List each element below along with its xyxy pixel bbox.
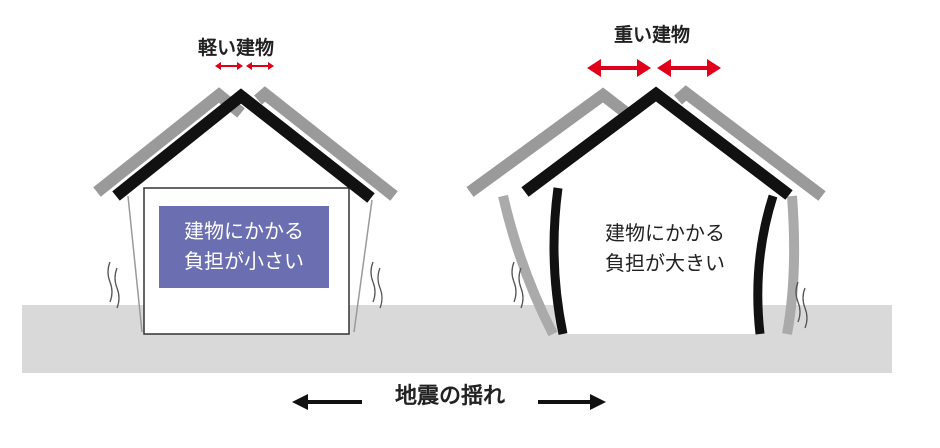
heavy-house-box-line2: 負担が大きい xyxy=(605,251,725,275)
light-house-box-line1: 建物にかかる xyxy=(184,219,304,243)
heavy-house-box-line1: 建物にかかる xyxy=(605,221,725,245)
light-house-sway-wall-right xyxy=(353,199,373,333)
light-house-roof xyxy=(112,88,375,203)
shake-arrow-left-head xyxy=(292,394,308,410)
shake-arrow-right-head xyxy=(590,394,606,410)
heavy-house xyxy=(466,59,826,337)
ground-shake-label: 地震の揺れ xyxy=(394,384,505,409)
heavy-building-label: 重い建物 xyxy=(614,24,691,46)
heavy-house-shake-marks xyxy=(511,261,808,329)
light-house-shake-marks xyxy=(107,261,383,309)
light-house-box-text: 建物にかかる 負担が小さい xyxy=(159,216,329,276)
light-house-box-line2: 負担が小さい xyxy=(184,249,304,273)
heavy-house-sway-roof-left xyxy=(466,87,629,197)
heavy-house-sway-arrows xyxy=(587,59,721,77)
heavy-house-sway-wall-left xyxy=(498,194,558,337)
light-house-sway-arrows xyxy=(215,62,274,70)
heavy-house-wall-left xyxy=(549,187,568,335)
heavy-house-wall-right xyxy=(753,194,778,335)
heavy-house-roof xyxy=(521,86,793,200)
heavy-house-box-text: 建物にかかる 負担が大きい xyxy=(580,218,750,278)
heavy-house-sway-wall-right xyxy=(782,195,800,335)
light-house-sway-wall-left xyxy=(127,195,143,333)
light-house-sway-roof-right xyxy=(254,86,398,201)
heavy-house-sway-roof-right xyxy=(674,85,826,201)
heavy-house-body xyxy=(554,188,773,334)
light-building-label: 軽い建物 xyxy=(198,37,275,59)
light-house-info-box xyxy=(159,206,329,288)
light-house xyxy=(93,62,398,335)
ground-shake-arrows xyxy=(292,394,606,410)
